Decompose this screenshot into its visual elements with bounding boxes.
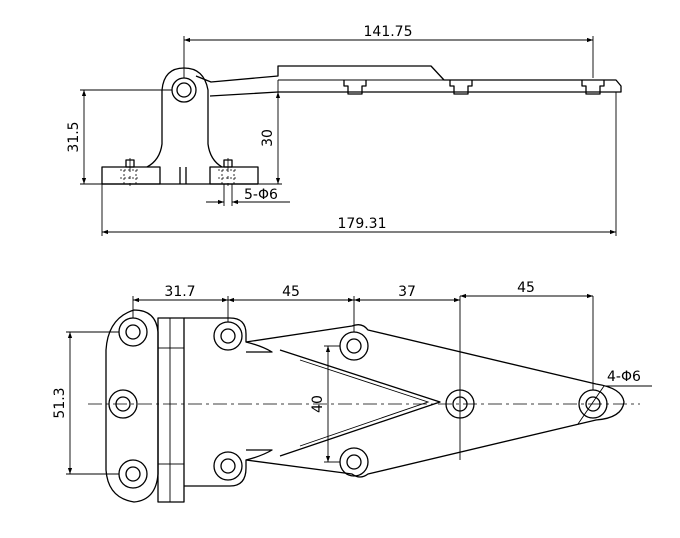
hole-outer xyxy=(213,451,243,481)
dim-label-side-height-pivot: 30 xyxy=(260,129,276,147)
side-arm xyxy=(195,65,622,97)
dim-label-plan-seg-4: 45 xyxy=(517,280,535,296)
dim-label-side-length: 179.31 xyxy=(338,216,387,232)
hole-outer xyxy=(339,331,369,361)
hole-inner xyxy=(346,338,362,354)
plan-arm-plate xyxy=(184,317,625,487)
hole-outer xyxy=(118,459,148,489)
plan-view: 31.7 45 37 45 51.3 40 4-Φ6 xyxy=(52,280,652,503)
hole-outer xyxy=(339,447,369,477)
plan-arm-bridge xyxy=(245,341,273,461)
plan-knuckle-inner xyxy=(157,347,185,465)
plan-knuckle xyxy=(157,317,185,503)
side-view: 141.75 31.5 30 5-Φ6 179.31 xyxy=(66,24,622,236)
hole-inner xyxy=(346,454,362,470)
hole-inner xyxy=(220,328,236,344)
dim-leader-hole xyxy=(577,385,605,425)
hole-outer xyxy=(213,321,243,351)
dim-label-plan-holes: 4-Φ6 xyxy=(607,369,641,385)
dim-label-plan-seg-3: 37 xyxy=(398,284,416,300)
side-arm-screw-2 xyxy=(449,80,473,95)
dim-label-side-holes: 5-Φ6 xyxy=(244,187,278,203)
plan-mount-plate xyxy=(105,309,159,503)
hole-outer xyxy=(118,317,148,347)
side-pivot-inner xyxy=(176,82,192,98)
hole-inner xyxy=(125,466,141,482)
hole-inner xyxy=(220,458,236,474)
dim-label-side-span: 141.75 xyxy=(364,24,413,40)
side-pivot-outer xyxy=(171,77,197,103)
hole-inner xyxy=(125,324,141,340)
dim-label-plan-seg-2: 45 xyxy=(282,284,300,300)
dim-label-plan-inner-height: 40 xyxy=(310,395,326,413)
plan-v-notch-inner xyxy=(299,359,430,447)
dim-label-plan-height: 51.3 xyxy=(52,387,68,418)
side-base-screw-left xyxy=(125,159,135,168)
side-arm-screw-1 xyxy=(343,80,367,95)
side-arm-screw-3 xyxy=(581,80,605,95)
dim-label-plan-seg-1: 31.7 xyxy=(164,284,195,300)
side-base-screw-right xyxy=(223,159,233,168)
dim-label-side-height-total: 31.5 xyxy=(66,121,82,152)
plan-v-notch xyxy=(279,349,441,457)
